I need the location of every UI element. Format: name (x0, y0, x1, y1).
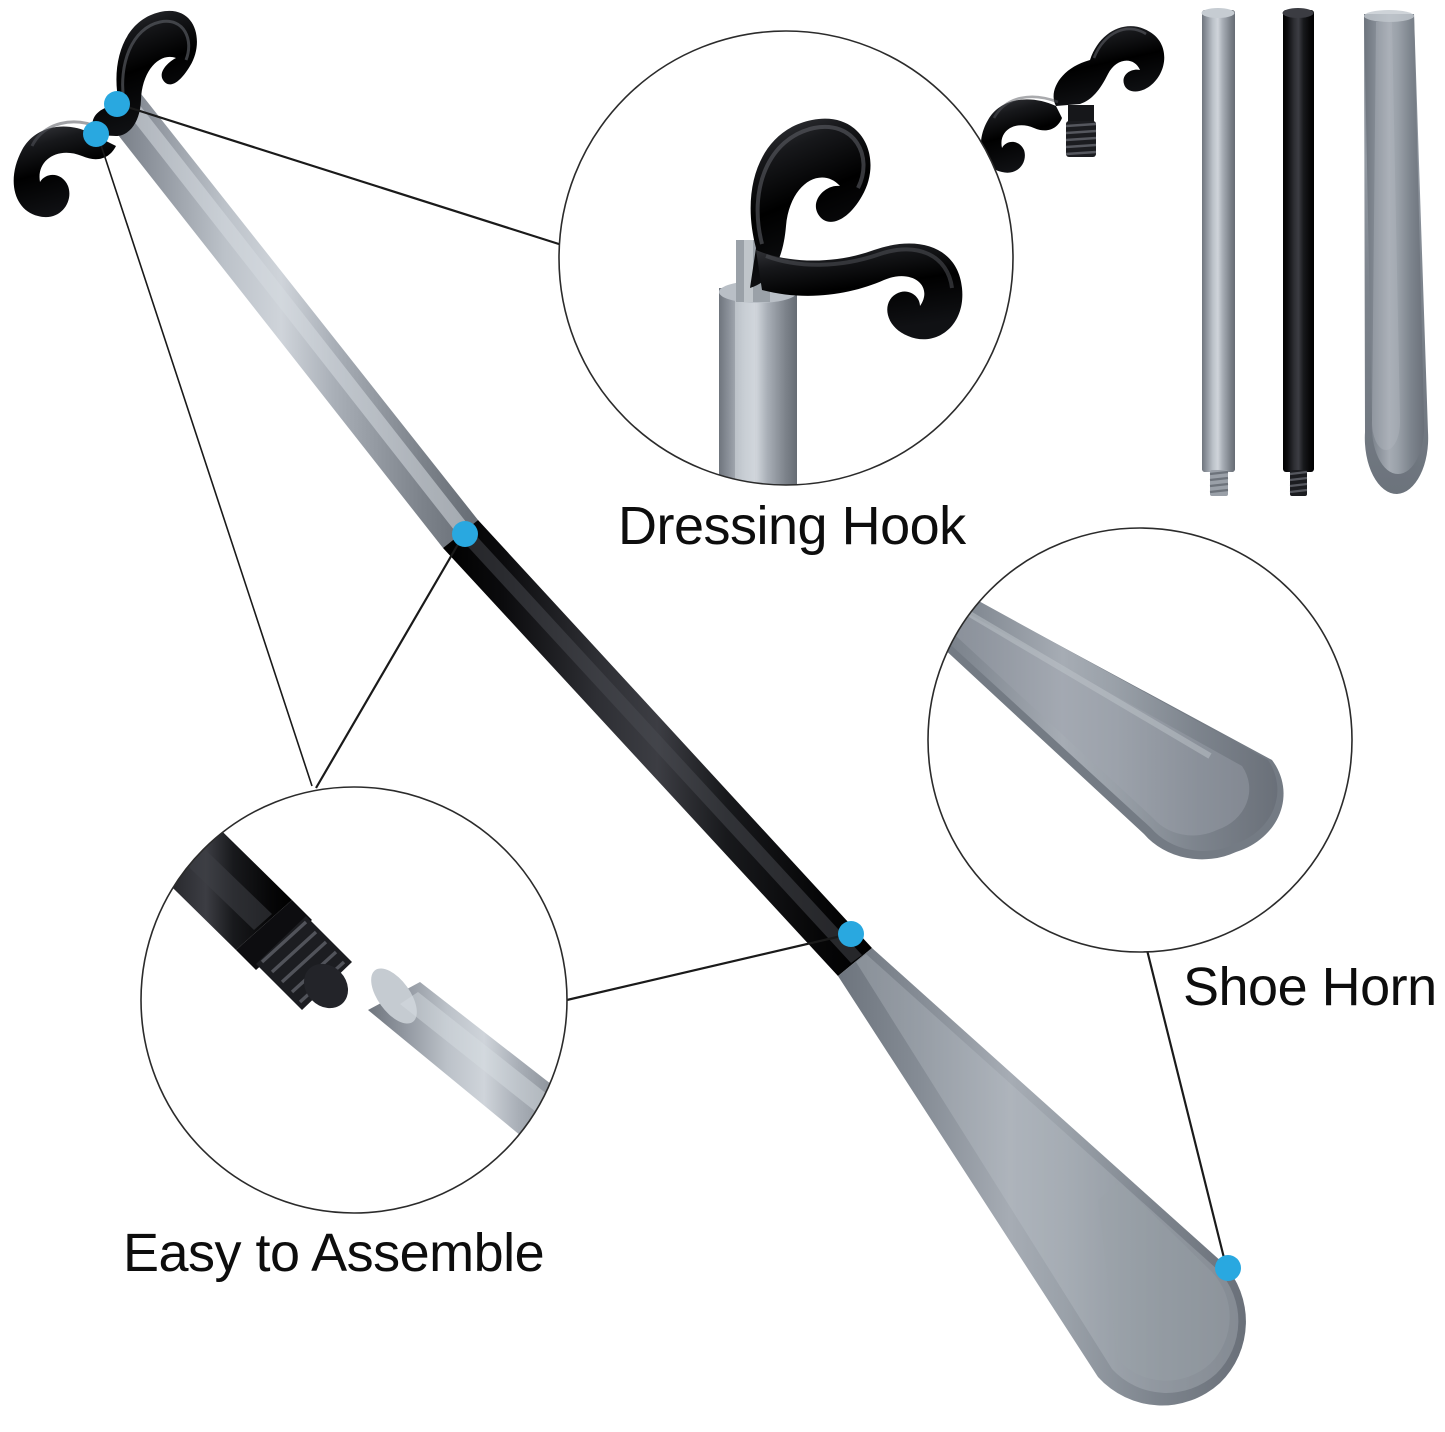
leader-line-assemble-upper (96, 132, 313, 787)
callout-circle-dressing-hook (558, 30, 1014, 486)
marker-dots (83, 91, 1241, 1281)
callout-circle-shoe-horn (927, 527, 1353, 953)
part-shoe-horn-blade (1364, 10, 1429, 495)
leader-line-assemble-mid (315, 533, 465, 789)
marker-dot-lower-joint (838, 921, 864, 947)
marker-dot-upper-joint (452, 521, 478, 547)
callout-circle-easy-assemble (140, 786, 568, 1214)
part-grey-rod (1201, 8, 1235, 496)
part-hook-piece (980, 26, 1165, 173)
callout-label-shoe-horn: Shoe Horn (1183, 957, 1437, 1017)
marker-dot-hook-base (83, 121, 109, 147)
leader-line-shoe-horn (1144, 945, 1228, 1267)
main-product-assembly (13, 10, 1246, 1406)
leader-lines (96, 103, 1228, 1267)
marker-dot-shoe-horn (1215, 1255, 1241, 1281)
main-upper-grey-pole (100, 90, 478, 548)
marker-dot-hook (104, 91, 130, 117)
callout-label-easy-assemble: Easy to Assemble (123, 1223, 545, 1283)
main-middle-black-pole (443, 520, 872, 976)
leader-line-dressing-hook (120, 103, 563, 247)
exploded-parts-group (980, 8, 1429, 496)
callout-label-dressing-hook: Dressing Hook (618, 496, 966, 556)
main-shoe-horn-section (838, 948, 1246, 1406)
leader-line-assemble-lower (553, 932, 851, 1005)
part-black-rod (1282, 8, 1314, 496)
